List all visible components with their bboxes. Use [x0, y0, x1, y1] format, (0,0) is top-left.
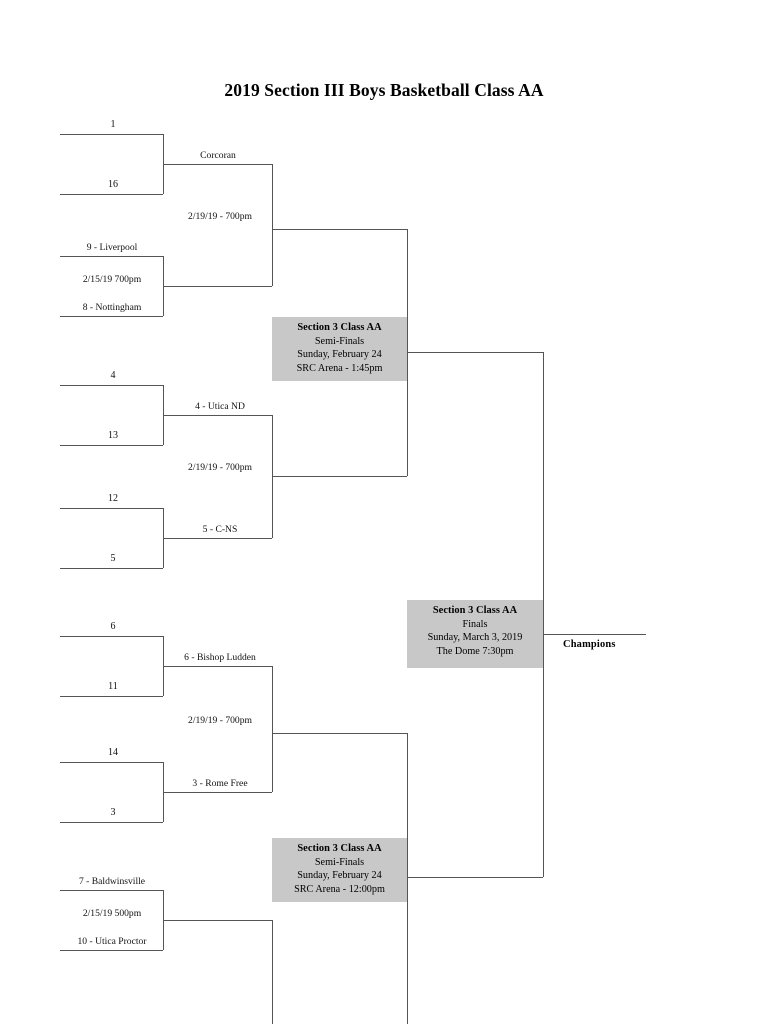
r2-gA-winner: Corcoran: [200, 150, 236, 161]
r2-gD-connector: [272, 920, 273, 1024]
r2-gA-datetime: 2/19/19 - 700pm: [188, 211, 252, 222]
r1-g1-top-seed: 1: [110, 119, 116, 130]
semifinal-1-round: Semi-Finals: [314, 335, 365, 347]
r2-gA-bottom-line: [163, 286, 272, 287]
r1-g4-top-line: [60, 636, 163, 637]
final-connector: [543, 352, 544, 877]
r1-playin2-datetime: 2/15/19 500pm: [82, 908, 142, 919]
semifinal-2-date: Sunday, February 24: [297, 870, 382, 882]
semifinal-1-box: Section 3 Class AA Semi-Finals Sunday, F…: [272, 317, 407, 381]
r1-playin1-top-line: [60, 256, 163, 257]
qf-lower-connector: [407, 733, 408, 1024]
r2-gA-connector: [272, 164, 273, 286]
r1-g2-top-line: [60, 385, 163, 386]
semifinal-1-header: Section 3 Class AA: [297, 322, 382, 333]
r2-gC-winner-top: 6 - Bishop Ludden: [184, 652, 256, 663]
r1-playin2-top-line: [60, 890, 163, 891]
r1-g4-bottom-seed: 11: [108, 681, 118, 692]
final-top-line: [407, 352, 543, 353]
r1-playin1-bottom-line: [60, 316, 163, 317]
r2-gB-bottom-line: [163, 538, 272, 539]
r1-g2-bottom-line: [60, 445, 163, 446]
champion-label: Champions: [563, 639, 616, 650]
semifinal-2-round: Semi-Finals: [314, 856, 365, 868]
champion-line: [543, 634, 646, 635]
r1-g2-bottom-seed: 13: [108, 430, 118, 441]
r2-gB-datetime: 2/19/19 - 700pm: [188, 462, 252, 473]
r1-g4-bottom-line: [60, 696, 163, 697]
r1-g1-bottom-line: [60, 194, 163, 195]
r1-g3-bottom-seed: 5: [110, 553, 116, 564]
page-title: 2019 Section III Boys Basketball Class A…: [224, 80, 544, 100]
r1-g3-top-line: [60, 508, 163, 509]
r2-gB-top-line: [163, 415, 272, 416]
r1-g5-top-seed: 14: [108, 747, 118, 758]
r1-g1-bottom-seed: 16: [108, 179, 118, 190]
r2-gC-top-line: [163, 666, 272, 667]
r1-playin1-bottom-team: 8 - Nottingham: [82, 302, 142, 313]
final-bottom-line: [407, 877, 543, 878]
qf-upper-bottom-line: [272, 476, 407, 477]
semifinal-2-header: Section 3 Class AA: [297, 843, 382, 854]
r2-gA-top-line: [163, 164, 272, 165]
finals-round: Finals: [462, 618, 488, 630]
finals-header: Section 3 Class AA: [432, 605, 518, 616]
semifinal-2-box: Section 3 Class AA Semi-Finals Sunday, F…: [272, 838, 407, 902]
r1-g3-top-seed: 12: [108, 493, 118, 504]
finals-venue: The Dome 7:30pm: [436, 645, 514, 657]
r1-playin2-top-team: 7 - Baldwinsville: [78, 876, 146, 887]
r2-gD-top-line: [163, 920, 272, 921]
r1-playin2-bottom-team: 10 - Utica Proctor: [77, 936, 147, 947]
r2-gB-winner-bottom: 5 - C-NS: [202, 524, 238, 535]
r2-gC-winner-bottom: 3 - Rome Free: [192, 778, 248, 789]
qf-lower-top-line: [272, 733, 407, 734]
semifinal-1-date: Sunday, February 24: [297, 349, 382, 361]
finals-date: Sunday, March 3, 2019: [427, 632, 523, 644]
r1-g2-top-seed: 4: [110, 370, 116, 381]
r2-gB-winner-top: 4 - Utica ND: [195, 401, 245, 412]
r1-playin1-datetime: 2/15/19 700pm: [82, 274, 142, 285]
r1-g5-top-line: [60, 762, 163, 763]
qf-upper-top-line: [272, 229, 407, 230]
r1-g3-bottom-line: [60, 568, 163, 569]
finals-box: Section 3 Class AA Finals Sunday, March …: [407, 600, 543, 668]
r2-gC-bottom-line: [163, 792, 272, 793]
semifinal-1-venue: SRC Arena - 1:45pm: [296, 362, 383, 374]
r1-g1-top-line: [60, 134, 163, 135]
r2-gC-datetime: 2/19/19 - 700pm: [188, 715, 252, 726]
r1-playin2-bottom-line: [60, 950, 163, 951]
r1-g5-bottom-seed: 3: [110, 807, 116, 818]
r2-gC-connector: [272, 666, 273, 792]
r1-g4-top-seed: 6: [110, 621, 116, 632]
semifinal-2-venue: SRC Arena - 12:00pm: [294, 883, 385, 895]
r1-g5-bottom-line: [60, 822, 163, 823]
r1-playin1-top-team: 9 - Liverpool: [86, 242, 138, 253]
